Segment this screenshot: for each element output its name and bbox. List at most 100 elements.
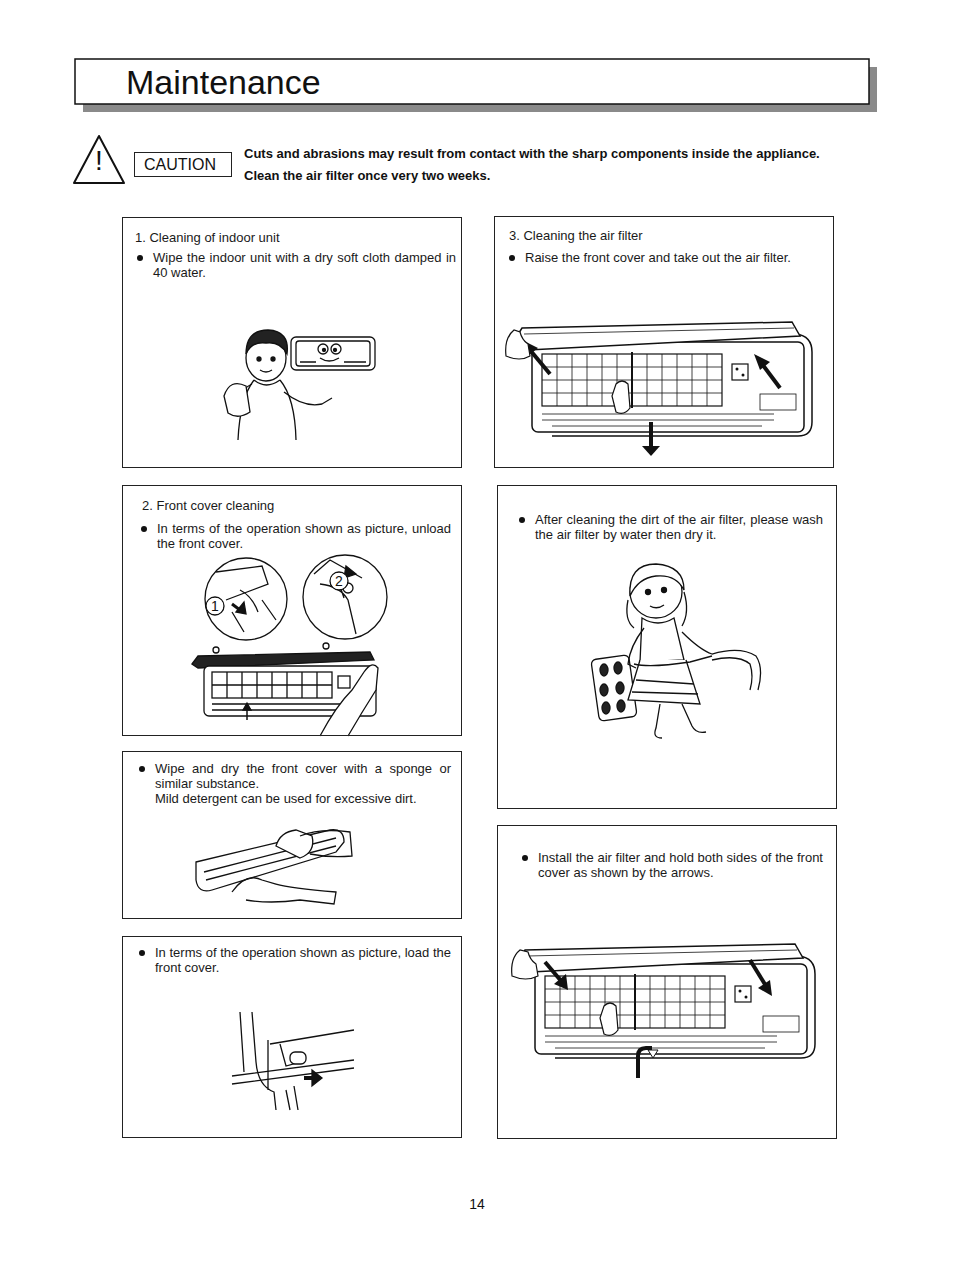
person-wiping-illustration-part xyxy=(331,344,341,354)
instruction-panel: 1. Cleaning of indoor unitWipe the indoo… xyxy=(122,217,462,468)
person-wiping-illustration-part xyxy=(318,344,328,354)
callout-number: 1 xyxy=(207,598,223,614)
instruction-panel: Wipe and dry the front cover with a spon… xyxy=(122,751,462,919)
sponge-wiping-illustration-part xyxy=(232,878,336,904)
washing-filter-illustration-part xyxy=(628,628,644,668)
title-frame-part xyxy=(75,59,869,104)
caution-badge: CAUTION xyxy=(134,152,232,177)
front-cover-unload-illustration-part xyxy=(338,676,350,688)
filter-install-illustration-part xyxy=(512,950,538,979)
filter-removal-illustration-part xyxy=(512,322,812,436)
person-wiping-illustration-part xyxy=(224,384,250,417)
filter-install-illustration-part xyxy=(600,1003,618,1035)
person-wiping-illustration-part xyxy=(296,341,370,366)
filter-install-illustration-part xyxy=(554,974,568,990)
instruction-text: Wipe and dry the front cover with a spon… xyxy=(155,761,451,791)
washing-filter-illustration-part xyxy=(630,564,684,596)
washing-filter-illustration-part xyxy=(617,700,625,712)
washing-filter-illustration-part xyxy=(602,702,610,714)
filter-removal-illustration-part xyxy=(642,446,660,456)
person-wiping-illustration-part xyxy=(246,330,287,354)
person-wiping-illustration-part xyxy=(291,337,375,370)
person-wiping-illustration-part xyxy=(271,357,275,361)
filter-removal-illustration-part xyxy=(506,330,530,359)
sponge-wiping-illustration-part xyxy=(204,838,336,880)
filter-removal-illustration-part xyxy=(530,350,550,374)
front-cover-unload-illustration-part xyxy=(206,597,224,615)
filter-install-illustration-part xyxy=(545,962,562,982)
person-wiping-illustration-part xyxy=(334,349,337,352)
washing-filter-illustration-part xyxy=(712,658,752,690)
filter-removal-illustration-part xyxy=(762,364,780,388)
filter-removal-illustration xyxy=(506,322,812,456)
filter-removal-illustration-part xyxy=(754,354,770,370)
front-cover-unload-illustration-part xyxy=(212,672,332,698)
filter-install-illustration xyxy=(512,944,815,1078)
filter-install-illustration-part xyxy=(750,960,766,986)
washing-filter-illustration-part xyxy=(650,605,664,608)
bullet-dot xyxy=(519,517,525,523)
warning-triangle xyxy=(74,136,124,183)
warning-triangle-part xyxy=(74,136,124,183)
hinge-load-illustration-part xyxy=(232,1030,354,1084)
person-wiping-illustration xyxy=(224,330,375,440)
section-heading: 2. Front cover cleaning xyxy=(142,498,452,513)
front-cover-unload-illustration-part xyxy=(303,555,387,639)
filter-install-illustration-part xyxy=(515,944,815,1058)
filter-install-illustration-part xyxy=(648,1050,658,1058)
instruction-panel: Install the air filter and hold both sid… xyxy=(497,825,837,1139)
instruction-text: Raise the front cover and take out the a… xyxy=(525,250,825,265)
front-cover-unload-illustration xyxy=(192,555,387,736)
instruction-panel: In terms of the operation shown as pictu… xyxy=(122,936,462,1138)
hinge-load-illustration-part xyxy=(286,1086,298,1110)
hinge-load-illustration-part xyxy=(290,1052,306,1064)
instruction-panel: After cleaning the dirt of the air filte… xyxy=(497,485,837,809)
front-cover-unload-illustration-part xyxy=(243,703,251,710)
washing-filter-illustration-part xyxy=(600,684,608,696)
front-cover-unload-illustration-part xyxy=(314,560,362,634)
front-cover-unload-illustration-part xyxy=(216,566,276,632)
instruction-text: Mild detergent can be used for excessive… xyxy=(155,791,451,806)
washing-filter-illustration-part xyxy=(614,662,622,674)
filter-removal-illustration-part xyxy=(649,422,653,448)
person-wiping-illustration-part xyxy=(320,358,339,361)
filter-removal-illustration-part xyxy=(612,381,630,413)
front-cover-unload-illustration-part xyxy=(213,647,219,653)
caution-word: CAUTION xyxy=(135,156,225,174)
bullet-dot xyxy=(139,766,145,772)
filter-install-illustration-part xyxy=(758,980,772,996)
instruction-panel: 3. Cleaning the air filterRaise the fron… xyxy=(494,216,834,468)
person-wiping-illustration-part xyxy=(323,349,326,352)
hinge-load-illustration xyxy=(232,1012,354,1110)
person-wiping-illustration-part xyxy=(257,357,261,361)
front-cover-unload-illustration-part xyxy=(236,602,246,614)
hinge-load-illustration-part xyxy=(240,1012,276,1110)
washing-filter-illustration-part xyxy=(646,590,651,595)
section-heading: 3. Cleaning the air filter xyxy=(509,228,819,243)
washing-filter-illustration-part xyxy=(655,704,706,738)
instruction-text: In terms of the operation shown as pictu… xyxy=(157,521,451,551)
person-wiping-illustration-part xyxy=(260,370,272,372)
instruction-text: After cleaning the dirt of the air filte… xyxy=(535,512,823,542)
bullet-dot xyxy=(509,255,515,261)
front-cover-unload-illustration-part xyxy=(323,643,329,649)
person-wiping-illustration-part xyxy=(284,392,332,405)
warning-mark: ! xyxy=(91,146,107,176)
bullet-dot xyxy=(141,526,147,532)
washing-filter-illustration-part xyxy=(600,664,608,676)
washing-filter-illustration-part xyxy=(632,680,698,694)
bullet-dot xyxy=(139,950,145,956)
page-title: Maintenance xyxy=(126,62,321,102)
washing-filter-illustration-part xyxy=(662,588,667,593)
bullet-dot xyxy=(522,855,528,861)
title-frame xyxy=(75,59,877,112)
instruction-text: Wipe the indoor unit with a dry soft clo… xyxy=(153,250,456,280)
bullet-dot xyxy=(137,255,143,261)
hinge-load-illustration-part xyxy=(312,1070,322,1086)
washing-filter-illustration-part xyxy=(628,660,700,704)
callout-number: 2 xyxy=(331,573,347,589)
page-number: 14 xyxy=(462,1196,492,1212)
sponge-wiping-illustration xyxy=(196,830,352,904)
